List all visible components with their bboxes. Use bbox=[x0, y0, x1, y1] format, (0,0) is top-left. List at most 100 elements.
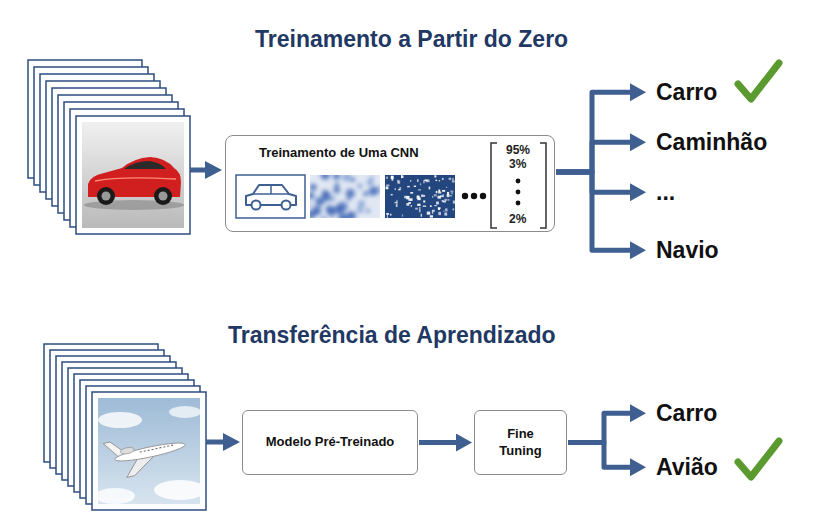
feature-map-part-part bbox=[446, 187, 447, 188]
image-stack-part bbox=[70, 109, 184, 227]
feature-map-part-part bbox=[414, 186, 416, 187]
feature-map-part-part bbox=[429, 187, 431, 190]
ellipsis-dots-part bbox=[480, 193, 486, 199]
feature-map-part-part bbox=[341, 202, 345, 206]
feature-map-part-part bbox=[447, 199, 449, 200]
feature-map-part-part bbox=[387, 215, 388, 218]
feature-map-part-part bbox=[442, 190, 445, 192]
car-photo-part bbox=[102, 192, 111, 201]
feature-map-part-part bbox=[347, 211, 356, 218]
feature-map-part-part bbox=[321, 215, 327, 218]
feature-map-part-part bbox=[436, 202, 439, 205]
feature-map-part bbox=[310, 175, 380, 218]
cnn-training-panel: Treinamento de Uma CNN bbox=[225, 135, 555, 232]
input-arrow-part bbox=[223, 433, 240, 451]
feature-map-part-part bbox=[338, 202, 348, 212]
feature-map-part-part bbox=[358, 200, 365, 207]
feature-map-part-part bbox=[432, 196, 433, 198]
feature-map-part-part bbox=[447, 194, 450, 197]
feature-map-part-part bbox=[434, 175, 436, 177]
feature-map-part-part bbox=[435, 180, 437, 181]
check-mark-part bbox=[738, 63, 779, 99]
feature-map-part-part bbox=[418, 189, 421, 190]
airplane-photo-part bbox=[98, 488, 135, 504]
box-text: Modelo Pré-Treinado bbox=[266, 434, 395, 450]
feature-map-part-part bbox=[320, 175, 330, 180]
feature-map-part-part bbox=[310, 204, 312, 208]
feature-map-part-part bbox=[335, 182, 340, 187]
feature-map-part-part bbox=[310, 184, 317, 191]
feature-map-part-part bbox=[421, 214, 422, 217]
feature-map-part-part bbox=[417, 196, 420, 199]
feature-map-part-part bbox=[452, 180, 455, 182]
feature-map-part-part bbox=[399, 187, 401, 189]
feature-map-part-part bbox=[449, 178, 452, 180]
airplane-photo-part bbox=[169, 406, 200, 418]
airplane-photo-part-part bbox=[140, 445, 175, 452]
image-stack-part bbox=[76, 116, 190, 234]
feature-map-part-part bbox=[338, 213, 348, 218]
feature-map bbox=[310, 175, 380, 218]
feature-map-part-part bbox=[333, 175, 341, 180]
feature-map-part-part bbox=[407, 186, 410, 187]
feature-map-part-part bbox=[410, 180, 411, 182]
feature-map-part-part bbox=[312, 206, 321, 215]
ellipsis-dots-part bbox=[471, 193, 477, 199]
feature-map-part-part bbox=[437, 196, 440, 199]
airplane-photo-part bbox=[98, 412, 142, 428]
feature-map-part-part bbox=[427, 212, 430, 215]
image-stack-part bbox=[92, 392, 206, 510]
car-photo-part bbox=[124, 161, 166, 169]
feature-map-part-part bbox=[391, 194, 393, 195]
car-photo-part bbox=[95, 178, 176, 181]
ellipsis-dots-part bbox=[462, 193, 468, 199]
class-label: Navio bbox=[654, 237, 721, 263]
vertical-dots-part bbox=[516, 179, 521, 184]
feature-map-part-part bbox=[370, 175, 374, 179]
airplane-photo-part bbox=[103, 427, 189, 481]
car-photo bbox=[82, 122, 184, 228]
feature-map-part-part bbox=[450, 195, 452, 196]
class-name: Avião bbox=[656, 454, 718, 480]
feature-map-part-part bbox=[390, 214, 392, 216]
car-icon-part bbox=[236, 175, 305, 218]
feature-map-part-part bbox=[410, 192, 413, 193]
feature-map-part-part bbox=[424, 180, 427, 182]
feature-map-part-part bbox=[411, 205, 412, 207]
check-mark-part bbox=[738, 441, 779, 477]
feature-map-part-part bbox=[442, 178, 444, 180]
vertical-dots-part bbox=[516, 201, 521, 206]
input-arrow-part bbox=[206, 440, 224, 445]
feature-map-part-part bbox=[342, 175, 351, 182]
feature-map-part-part bbox=[438, 189, 440, 192]
feature-map-part-part bbox=[328, 208, 336, 216]
connector-arrow bbox=[556, 172, 630, 250]
box-text: Fine Tuning bbox=[490, 426, 552, 459]
feature-map-part-part bbox=[395, 188, 396, 190]
feature-map-part-part bbox=[333, 187, 340, 194]
class-label: Carro bbox=[654, 400, 719, 426]
feature-map-part-part bbox=[322, 192, 332, 202]
feature-map-part bbox=[385, 175, 455, 218]
feature-map-part-part bbox=[444, 213, 447, 216]
feature-map-part-part bbox=[434, 205, 437, 206]
airplane-photo-part-part bbox=[114, 440, 187, 465]
feature-map-part-part bbox=[451, 192, 452, 194]
connector-arrow bbox=[556, 92, 630, 172]
feature-map-part-part bbox=[439, 180, 440, 181]
input-arrow-part bbox=[205, 161, 222, 179]
feature-map-part-part bbox=[430, 215, 433, 217]
ellipsis-dots bbox=[462, 193, 486, 199]
section-title: Treinamento a Partir do Zero bbox=[255, 27, 568, 52]
feature-map-part bbox=[386, 175, 455, 218]
feature-map-part-part bbox=[423, 195, 425, 197]
class-label: ... bbox=[654, 179, 677, 205]
feature-map-part-part bbox=[365, 208, 370, 213]
probability-value: 2% bbox=[509, 213, 526, 226]
feature-map-part-part bbox=[330, 196, 335, 201]
probability-value: 3% bbox=[509, 158, 526, 171]
feature-map-part-part bbox=[419, 207, 420, 209]
feature-map-part-part bbox=[423, 205, 426, 206]
car-photo-part bbox=[154, 187, 172, 205]
